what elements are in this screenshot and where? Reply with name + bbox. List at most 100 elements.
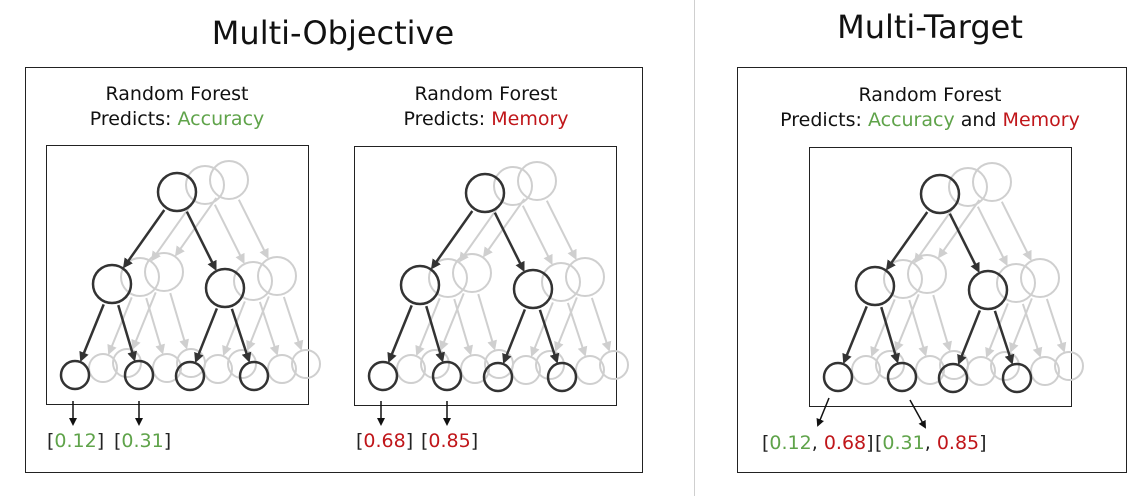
tree-edge bbox=[246, 296, 270, 351]
tree-edge bbox=[493, 212, 525, 273]
tree-node bbox=[1054, 351, 1084, 381]
decision-tree bbox=[59, 171, 270, 392]
tree-edge bbox=[185, 211, 217, 272]
tree-node bbox=[123, 359, 155, 391]
tree-edge bbox=[957, 309, 982, 365]
tree-edge bbox=[870, 299, 896, 358]
tree-node bbox=[972, 162, 1012, 202]
tree-edge bbox=[150, 202, 194, 262]
tree-node bbox=[227, 349, 257, 379]
tree-node bbox=[464, 172, 506, 214]
tree-edge bbox=[880, 306, 900, 364]
tree-node bbox=[919, 173, 961, 215]
predicts-label: Predicts: bbox=[403, 108, 486, 130]
tree-edge bbox=[530, 302, 554, 357]
tree-edge bbox=[458, 203, 502, 263]
decision-tree bbox=[367, 172, 578, 393]
target-accuracy: Accuracy bbox=[177, 108, 265, 130]
tree-edge bbox=[521, 205, 553, 266]
tree-node bbox=[822, 361, 854, 393]
faded-tree bbox=[420, 161, 629, 380]
tree-edge bbox=[453, 298, 473, 356]
tree-node bbox=[541, 262, 581, 302]
predicts-line: Predicts: Accuracy bbox=[46, 107, 308, 132]
tree-node bbox=[875, 350, 905, 380]
tree-node bbox=[460, 354, 490, 384]
tree-node bbox=[948, 167, 988, 207]
tree-node bbox=[996, 263, 1036, 303]
tree-node bbox=[428, 258, 468, 298]
tree-edge bbox=[79, 303, 105, 363]
tree-node bbox=[937, 362, 969, 394]
tree-node bbox=[883, 259, 923, 299]
tree-node bbox=[599, 350, 629, 380]
tree-node bbox=[209, 160, 249, 200]
tree-edge bbox=[885, 211, 929, 271]
predicts-line: Predicts: Memory bbox=[355, 107, 617, 132]
tree-edge bbox=[538, 309, 560, 364]
tree-edge bbox=[993, 310, 1015, 365]
faded-tree bbox=[396, 166, 605, 385]
tree-edge bbox=[230, 308, 252, 363]
tree-node bbox=[431, 360, 463, 392]
tree-edge bbox=[590, 297, 612, 352]
tree-node bbox=[511, 355, 541, 385]
output-value: [0.12, 0.68] bbox=[762, 432, 874, 454]
tree-edge bbox=[1000, 201, 1032, 262]
output-value: [0.31] bbox=[114, 430, 172, 452]
tree-node bbox=[967, 269, 1009, 311]
tree-node bbox=[257, 256, 297, 296]
tree-edge bbox=[1021, 303, 1043, 358]
tree-edge bbox=[430, 210, 474, 270]
section-divider bbox=[694, 0, 695, 496]
decision-tree bbox=[822, 173, 1033, 394]
conjunction: and bbox=[960, 109, 997, 131]
tree-edge bbox=[415, 298, 441, 357]
tree-node bbox=[420, 349, 450, 379]
tree-edge bbox=[985, 303, 1009, 358]
output-value: [0.31, 0.85] bbox=[875, 432, 987, 454]
tree-edge bbox=[566, 302, 588, 357]
tree-node bbox=[517, 161, 557, 201]
output-value: [0.68] bbox=[356, 430, 414, 452]
tree-edge bbox=[913, 204, 957, 264]
faded-tree bbox=[112, 160, 321, 379]
tree-node bbox=[907, 254, 947, 294]
tree-node bbox=[452, 253, 492, 293]
tree-node bbox=[120, 257, 160, 297]
forest-diagram bbox=[822, 162, 1084, 394]
multi-objective-title: Multi-Objective bbox=[211, 14, 455, 52]
tree-node bbox=[535, 350, 565, 380]
tree-edge bbox=[258, 301, 280, 356]
tree-node bbox=[851, 355, 881, 385]
tree-node bbox=[966, 356, 996, 386]
tree-node bbox=[59, 359, 91, 391]
tree-node bbox=[512, 268, 554, 310]
tree-node bbox=[233, 261, 273, 301]
tree-node bbox=[203, 354, 233, 384]
tree-edge bbox=[122, 209, 166, 269]
tree-edge bbox=[145, 297, 165, 355]
tree-node bbox=[399, 264, 441, 306]
target-memory: Memory bbox=[491, 108, 569, 130]
tree-edge bbox=[842, 305, 868, 365]
target-memory: Memory bbox=[1002, 109, 1080, 131]
tree-edge bbox=[213, 204, 245, 265]
tree-node bbox=[291, 349, 321, 379]
tree-edge bbox=[222, 301, 246, 356]
panel-multi-target-header: Random Forest Predicts: Accuracy and Mem… bbox=[760, 83, 1100, 133]
tree-node bbox=[88, 353, 118, 383]
tree-node bbox=[854, 265, 896, 307]
panel-memory-header: Random Forest Predicts: Memory bbox=[355, 82, 617, 132]
output-value: [0.85] bbox=[421, 430, 479, 452]
tree-node bbox=[185, 165, 225, 205]
panel-title: Random Forest bbox=[858, 84, 1002, 106]
tree-node bbox=[493, 166, 533, 206]
panel-title: Random Forest bbox=[414, 83, 558, 105]
tree-node bbox=[990, 351, 1020, 381]
tree-node bbox=[144, 252, 184, 292]
tree-node bbox=[367, 360, 399, 392]
tree-node bbox=[156, 171, 198, 213]
tree-node bbox=[546, 361, 578, 393]
tree-node bbox=[1001, 362, 1033, 394]
